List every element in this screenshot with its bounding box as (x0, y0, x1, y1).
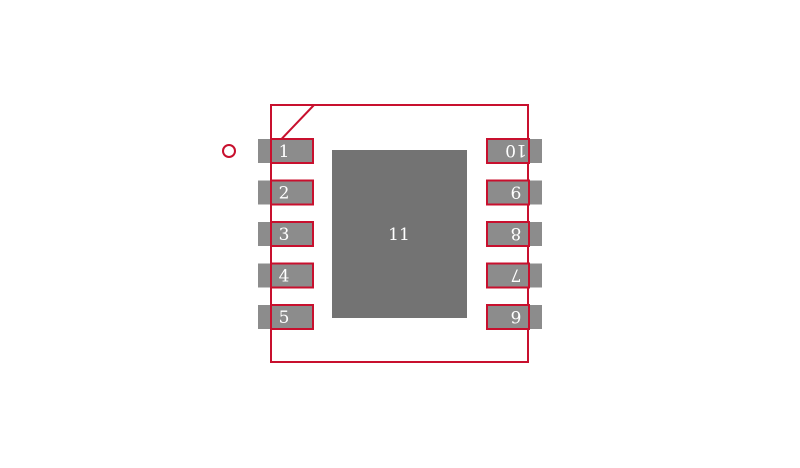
pad-left-4 (258, 263, 313, 288)
pad-outline-right-10 (486, 138, 530, 164)
pin-label-10: 10 (505, 140, 527, 160)
pin-label-6: 6 (511, 306, 522, 326)
pad-left-3 (258, 222, 313, 246)
right-pin-8: 8 (486, 221, 542, 247)
right-pin-group: 10 9 8 7 6 (486, 138, 542, 330)
pin-label-4: 4 (279, 267, 290, 287)
pad-outline-left-2 (270, 179, 314, 206)
pad-outline-left-5 (270, 304, 314, 330)
left-pin-5: 5 (258, 304, 314, 330)
pad-left-2 (258, 180, 313, 205)
right-pin-7: 7 (486, 262, 542, 289)
left-pin-4: 4 (258, 262, 314, 289)
pin-label-9: 9 (511, 182, 522, 202)
pad-right-10 (487, 139, 542, 163)
exposed-pad (332, 150, 467, 318)
pad-right-7 (487, 263, 542, 288)
left-pin-2: 2 (258, 179, 314, 206)
exposed-pad-label: 11 (388, 225, 410, 245)
left-pin-1: 1 (258, 138, 314, 164)
pad-left-1 (258, 139, 313, 163)
pin1-dot-icon (222, 144, 236, 158)
pin-label-7: 7 (511, 265, 522, 285)
left-pin-3: 3 (258, 221, 314, 247)
right-pin-6: 6 (486, 304, 542, 330)
pin-label-8: 8 (511, 223, 522, 243)
pad-outline-right-9 (486, 179, 530, 206)
left-pin-group: 1 2 3 4 5 (258, 138, 314, 330)
pad-right-6 (487, 305, 542, 329)
pad-outline-right-7 (486, 262, 530, 289)
pad-outline-left-3 (270, 221, 314, 247)
pin-label-5: 5 (279, 308, 290, 328)
pad-left-5 (258, 305, 313, 329)
pin-label-2: 2 (279, 184, 290, 204)
pad-outline-left-4 (270, 262, 314, 289)
pad-right-8 (487, 222, 542, 246)
right-pin-9: 9 (486, 179, 542, 206)
pad-outline-right-6 (486, 304, 530, 330)
pad-outline-right-8 (486, 221, 530, 247)
pad-right-9 (487, 180, 542, 205)
pin-label-3: 3 (279, 225, 290, 245)
pad-outline-left-1 (270, 138, 314, 164)
pin-label-1: 1 (279, 142, 290, 162)
right-pin-10: 10 (486, 138, 542, 164)
